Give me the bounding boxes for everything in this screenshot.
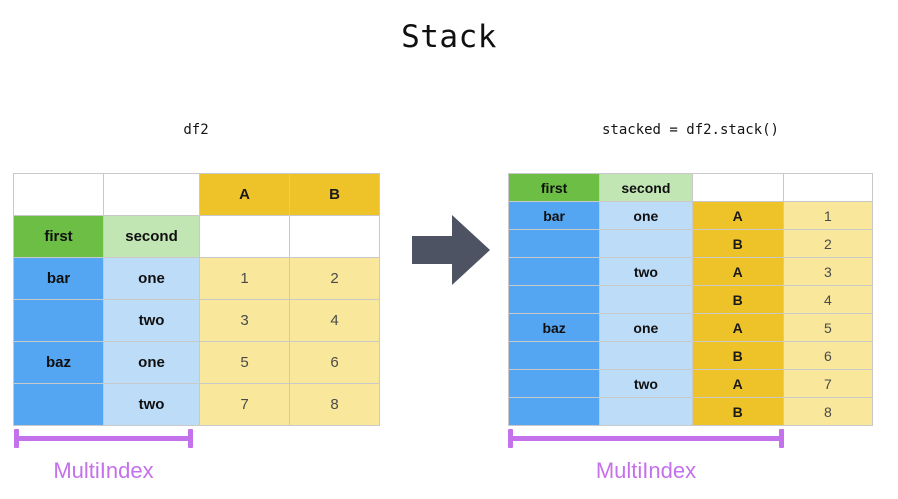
bracket-bar <box>508 436 784 441</box>
cell-value: 1 <box>782 201 874 230</box>
caption-source-dataframe: df2 <box>183 122 209 138</box>
index-name-blank-2 <box>289 215 380 258</box>
cell-index-first <box>13 383 104 426</box>
cell-index-first <box>507 229 601 258</box>
index-name-second: second <box>103 215 200 258</box>
cell-value: 5 <box>782 313 874 342</box>
cell-index-level3: B <box>691 229 784 258</box>
column-header-a: A <box>199 173 290 216</box>
cell-index-second: two <box>599 257 693 286</box>
cell-index-level3: A <box>691 369 784 398</box>
cell-value: 2 <box>782 229 874 258</box>
dataframe-df2-table: A B first second bar one 1 2 two 3 4 baz… <box>13 173 380 426</box>
table-row-index-names: first second <box>13 215 380 258</box>
page-title: Stack <box>401 19 497 55</box>
index-name-blank-2 <box>782 173 874 202</box>
cell-value: 7 <box>782 369 874 398</box>
index-name-blank-1 <box>691 173 784 202</box>
cell-value-a: 5 <box>199 341 290 384</box>
cell-index-first: bar <box>13 257 104 300</box>
cell-index-second: two <box>599 369 693 398</box>
cell-index-level3: A <box>691 257 784 286</box>
table-row: B 8 <box>507 397 874 426</box>
table-row: B 6 <box>507 341 874 370</box>
multiindex-bracket-right <box>508 429 784 448</box>
cell-index-level3: A <box>691 313 784 342</box>
index-name-blank-1 <box>199 215 290 258</box>
bracket-bar <box>14 436 193 441</box>
caption-stacked-expression: stacked = df2.stack() <box>601 122 779 138</box>
table-row-column-header: A B <box>13 173 380 216</box>
cell-index-second: one <box>103 257 200 300</box>
index-name-first: first <box>507 173 601 202</box>
cell-index-second: one <box>599 201 693 230</box>
table-row: bar one 1 2 <box>13 257 380 300</box>
cell-index-second <box>599 397 693 426</box>
table-row: baz one 5 6 <box>13 341 380 384</box>
bracket-cap-right-icon <box>188 429 193 448</box>
cell-index-first <box>507 341 601 370</box>
table-row: B 2 <box>507 229 874 258</box>
multiindex-bracket-left <box>14 429 193 448</box>
cell-index-level3: A <box>691 201 784 230</box>
cell-index-second <box>599 285 693 314</box>
table-row: baz one A 5 <box>507 313 874 342</box>
cell-value-a: 3 <box>199 299 290 342</box>
cell-value-b: 2 <box>289 257 380 300</box>
cell-index-first <box>507 397 601 426</box>
bracket-cap-right-icon <box>779 429 784 448</box>
cell-index-second: two <box>103 383 200 426</box>
table-row: B 4 <box>507 285 874 314</box>
cell-value: 6 <box>782 341 874 370</box>
cell-index-first: baz <box>507 313 601 342</box>
cell-index-second <box>599 229 693 258</box>
cell-value-b: 6 <box>289 341 380 384</box>
multiindex-label-left: MultiIndex <box>53 458 154 483</box>
dataframe-stacked-table: first second bar one A 1 B 2 two A 3 B <box>507 173 874 426</box>
cell-value: 8 <box>782 397 874 426</box>
multiindex-label-right: MultiIndex <box>595 458 697 483</box>
cell-index-first <box>507 369 601 398</box>
column-header-b: B <box>289 173 380 216</box>
table-row: two 7 8 <box>13 383 380 426</box>
corner-cell-blank-2 <box>103 173 200 216</box>
cell-value-a: 7 <box>199 383 290 426</box>
cell-value-b: 8 <box>289 383 380 426</box>
transform-arrow-icon <box>412 213 492 287</box>
cell-index-second <box>599 341 693 370</box>
cell-value-a: 1 <box>199 257 290 300</box>
table-row-index-names: first second <box>507 173 874 202</box>
cell-index-second: one <box>599 313 693 342</box>
cell-index-first: bar <box>507 201 601 230</box>
cell-index-first <box>13 299 104 342</box>
cell-value-b: 4 <box>289 299 380 342</box>
cell-index-first <box>507 285 601 314</box>
corner-cell-blank-1 <box>13 173 104 216</box>
cell-value: 3 <box>782 257 874 286</box>
cell-index-level3: B <box>691 397 784 426</box>
cell-index-first: baz <box>13 341 104 384</box>
cell-value: 4 <box>782 285 874 314</box>
index-name-first: first <box>13 215 104 258</box>
cell-index-level3: B <box>691 341 784 370</box>
cell-index-second: two <box>103 299 200 342</box>
cell-index-first <box>507 257 601 286</box>
cell-index-level3: B <box>691 285 784 314</box>
table-row: two A 3 <box>507 257 874 286</box>
table-row: bar one A 1 <box>507 201 874 230</box>
index-name-second: second <box>599 173 693 202</box>
cell-index-second: one <box>103 341 200 384</box>
table-row: two A 7 <box>507 369 874 398</box>
table-row: two 3 4 <box>13 299 380 342</box>
